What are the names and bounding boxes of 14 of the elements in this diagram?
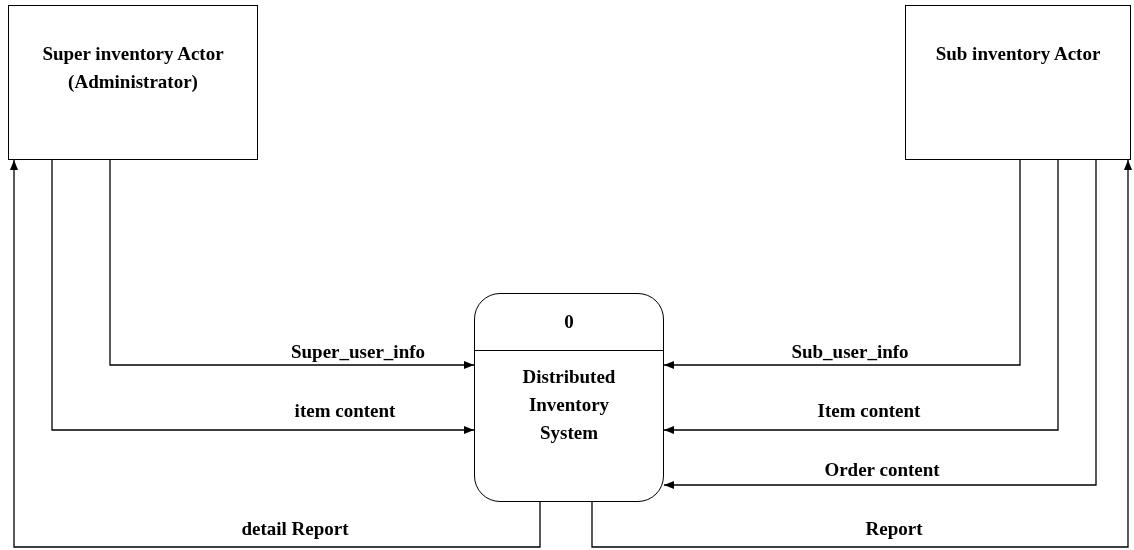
actor-box [905, 5, 1131, 160]
arrow [663, 159, 1097, 489]
arrow [591, 159, 1132, 548]
actor-box [8, 5, 258, 160]
process-box [474, 293, 664, 502]
arrow [663, 159, 1021, 369]
process-name: Distributed Inventory System [521, 365, 617, 445]
actor-name: Sub inventory Actor [935, 42, 1101, 66]
arrow [10, 159, 541, 548]
process-number: 0 [564, 309, 574, 334]
arrow [51, 159, 475, 434]
arrow [663, 159, 1059, 434]
arrow [109, 159, 475, 369]
actor-name: Super inventory Actor (Administrator) [41, 42, 225, 94]
